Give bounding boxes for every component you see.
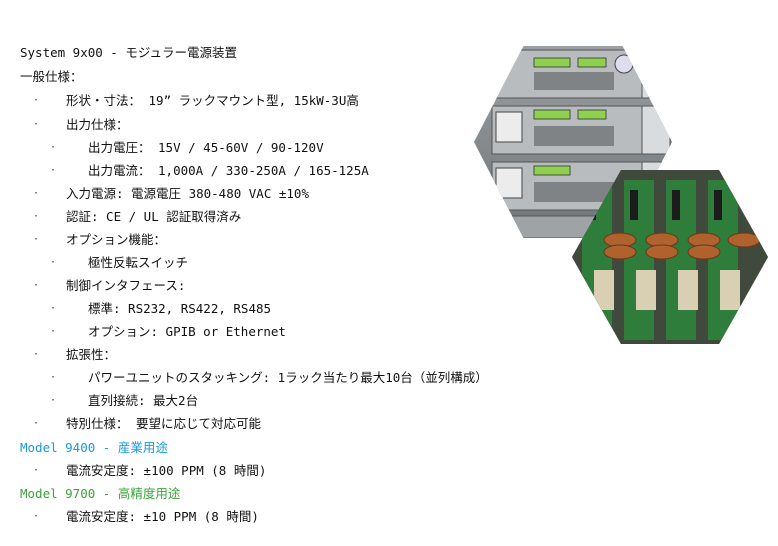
bullet: · [33, 418, 40, 429]
internal-boards-photo [572, 170, 768, 344]
list-item: 標準: RS232, RS422, RS485 [88, 301, 272, 316]
model-9400-heading: Model 9400 - 産業用途 [20, 440, 168, 455]
list-item: オプション機能： [66, 232, 167, 247]
rack-units-photo [474, 46, 672, 238]
bullet: · [33, 188, 40, 199]
bullet: · [33, 95, 40, 106]
bullet: · [33, 280, 40, 291]
bullet: · [50, 395, 57, 406]
model-9700-heading: Model 9700 - 高精度用途 [20, 486, 181, 501]
page-title: System 9x00 - モジュラー電源装置 [20, 45, 237, 60]
rack-units-illustration [491, 49, 671, 238]
list-item: 出力仕様： [66, 117, 129, 132]
model-9700-spec: 電流安定度: ±10 PPM (8 時間) [66, 509, 259, 524]
bullet: · [50, 142, 57, 153]
bullet: · [33, 511, 40, 522]
bullet: · [50, 372, 57, 383]
list-item: 極性反転スイッチ [88, 255, 189, 270]
bullet: · [50, 326, 57, 337]
bullet: · [33, 465, 40, 476]
bullet: · [33, 349, 40, 360]
list-item: 特別仕様： 要望に応じて対応可能 [66, 416, 262, 431]
list-item: パワーユニットのスタッキング: 1ラック当たり最大10台（並列構成） [88, 370, 488, 385]
list-item: 直列接続: 最大2台 [88, 393, 199, 408]
list-item: 制御インタフェース: [66, 278, 186, 293]
bullet: · [33, 119, 40, 130]
list-item: 出力電圧： 15V / 45-60V / 90-120V [88, 140, 324, 155]
bullet: · [33, 234, 40, 245]
list-item: 入力電源: 電源電圧 380-480 VAC ±10% [66, 186, 309, 201]
model-9400-spec: 電流安定度: ±100 PPM (8 時間) [66, 463, 267, 478]
list-item: 拡張性： [66, 347, 117, 362]
list-item: 出力電流： 1,000A / 330-250A / 165-125A [88, 163, 369, 178]
internal-boards-illustration [572, 170, 768, 344]
bullet: · [50, 165, 57, 176]
bullet: · [33, 211, 40, 222]
list-item: オプション: GPIB or Ethernet [88, 324, 286, 339]
general-spec-heading: 一般仕様： [20, 69, 83, 84]
list-item: 形状・寸法： 19” ラックマウント型, 15kW-3U高 [66, 93, 359, 108]
bullet: · [50, 303, 57, 314]
bullet: · [50, 257, 57, 268]
list-item: 認証: CE / UL 認証取得済み [66, 209, 242, 224]
